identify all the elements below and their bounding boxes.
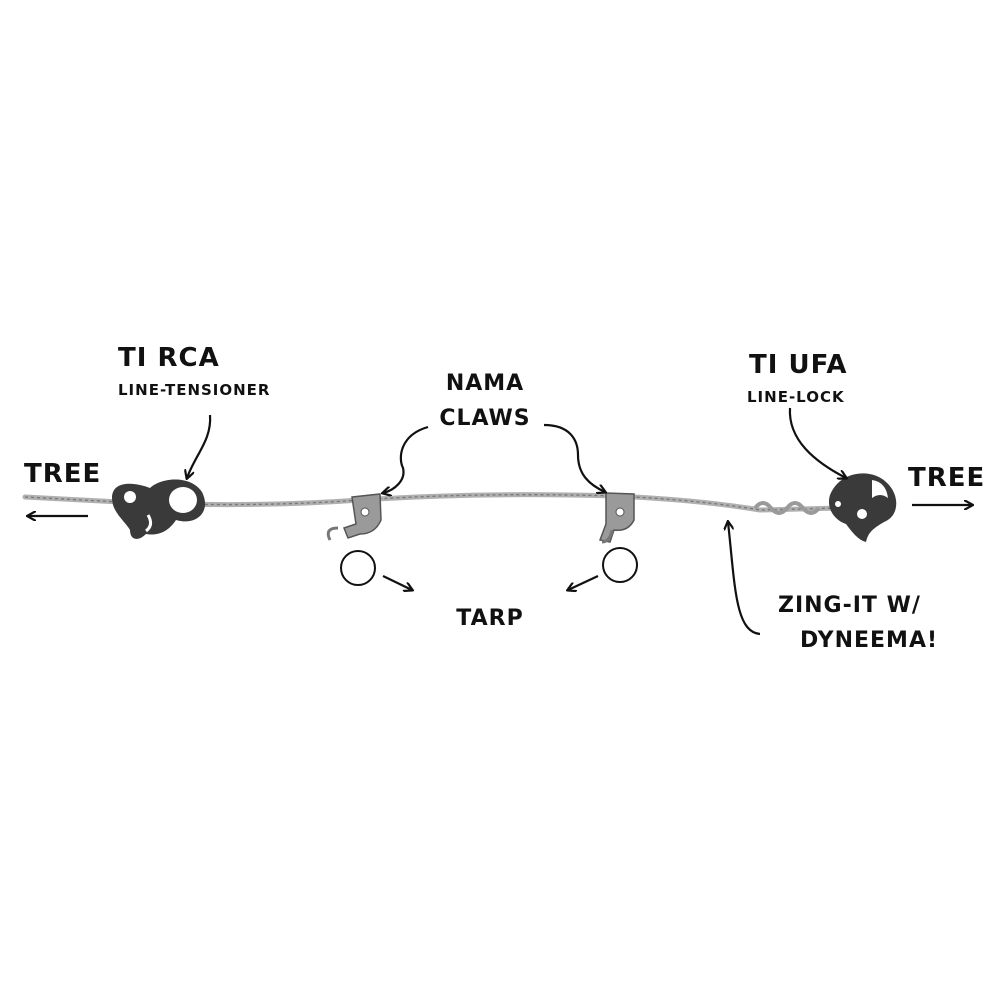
claw-right-callout-arrow [543, 423, 605, 492]
ufa-title: Ti UFA [749, 350, 848, 380]
tarp-ring-left-icon [340, 550, 376, 586]
ufa-line-lock-icon [828, 473, 897, 542]
claws-label-line1: Nama [445, 371, 525, 396]
rca-callout-arrow [187, 414, 212, 478]
tarp-ring-right-icon [602, 547, 638, 583]
zing-label-line2: Dyneema! [800, 628, 939, 653]
ridgeline-cord [22, 492, 843, 515]
rca-title: Ti RCA [118, 343, 220, 373]
tarp-label: Tarp [456, 606, 524, 631]
rca-subtitle: Line-Tensioner [118, 381, 271, 399]
zing-callout-arrow [728, 522, 761, 636]
claw-left-callout-arrow [383, 425, 429, 493]
tarp-right-arrow [568, 575, 599, 590]
zing-label-line1: Zing-It w/ [778, 593, 921, 618]
tarp-left-arrow [382, 575, 412, 590]
left-tree-label: Tree [24, 459, 102, 489]
ufa-callout-arrow [788, 407, 846, 478]
rca-tensioner-icon [112, 479, 206, 539]
nama-claw-right-icon [598, 492, 635, 544]
claws-label-line2: Claws [439, 406, 531, 431]
right-tree-label: Tree [908, 463, 986, 493]
ufa-subtitle: Line-Lock [747, 388, 845, 406]
nama-claw-left-icon [326, 493, 382, 541]
